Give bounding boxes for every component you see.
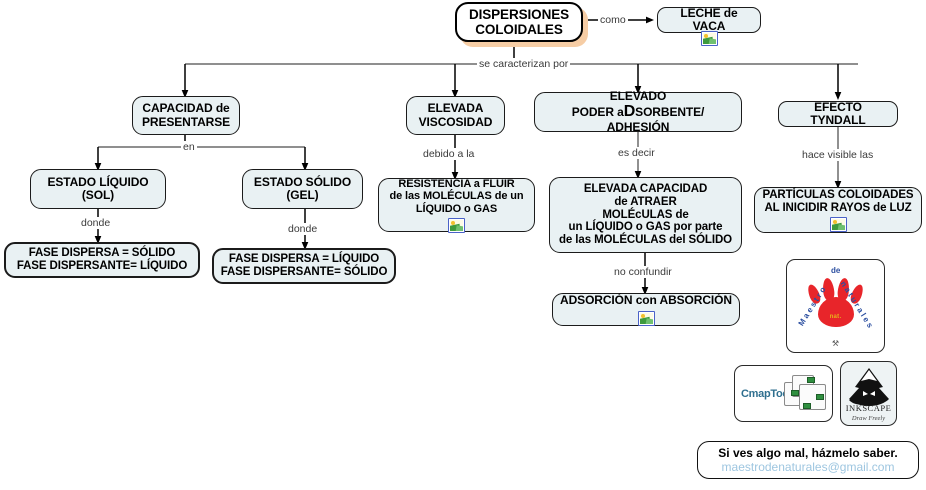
- node-label-line2-c: SORBENTE/ ADHESIÓN: [606, 105, 705, 134]
- node-leche-de-vaca[interactable]: LECHE de VACA: [657, 5, 761, 33]
- node-label-line1: ELEVADO: [609, 88, 667, 103]
- node-label: RESISTENCIA a FLUIR de las MOLÉCULAS de …: [389, 178, 524, 215]
- edge-label-donde-sol: donde: [79, 217, 113, 229]
- inkscape-mark-icon: [845, 367, 893, 407]
- picture-icon-inner: [831, 219, 845, 231]
- edge-label-es-decir: es decir: [616, 147, 657, 159]
- picture-icon-hill2: [836, 224, 845, 231]
- edge-label-se-caracterizan-por: se caracterizan por: [477, 58, 571, 70]
- cmap-node-4: [803, 403, 811, 409]
- node-dispersiones-coloidales[interactable]: DISPERSIONES COLOIDALES: [455, 2, 583, 42]
- picture-icon-sun: [451, 220, 455, 225]
- node-fase-dispersa-sol[interactable]: FASE DISPERSA = SÓLIDO FASE DISPERSANTE=…: [4, 242, 200, 278]
- picture-icon-hill2: [455, 225, 463, 231]
- node-elevada-viscosidad[interactable]: ELEVADA VISCOSIDAD: [406, 96, 505, 135]
- picture-icon-sun: [640, 313, 645, 318]
- node-label: EFECTO TYNDALL: [810, 99, 866, 127]
- picture-icon-resistencia[interactable]: [448, 217, 465, 233]
- node-label: ELEVADA CAPACIDAD de ATRAER MOLÉcULAS de…: [558, 182, 733, 247]
- picture-icon-sun: [703, 34, 708, 38]
- node-label: DISPERSIONES COLOIDALES: [468, 6, 570, 37]
- node-label-line2-a: PODER a: [571, 105, 624, 120]
- picture-icon-inner: [450, 219, 463, 231]
- paw-center-mark: nat.: [829, 314, 842, 321]
- node-label-line2-big-d: D: [623, 103, 636, 121]
- node-elevado-poder-adsorbente[interactable]: ELEVADO PODER aDSORBENTE/ ADHESIÓN: [534, 88, 742, 134]
- picture-icon[interactable]: [829, 217, 847, 233]
- cmap-node-2: [807, 377, 815, 383]
- node-adsorcion-con-absorcion[interactable]: ADSORCIÓN con ABSORCIÓN: [552, 293, 740, 326]
- picture-icon-particulas[interactable]: [829, 216, 847, 233]
- edge-label-donde-gel: donde: [286, 223, 320, 235]
- logo-cmaptools[interactable]: CmapTools: [734, 365, 833, 422]
- cmaptools-diagram-icon: [783, 372, 827, 412]
- feedback-message: Si ves algo mal, házmelo saber.: [718, 446, 898, 460]
- picture-icon[interactable]: [448, 217, 465, 233]
- node-label: ELEVADA VISCOSIDAD: [418, 101, 493, 129]
- picture-icon-sky: [639, 312, 653, 319]
- node-label: ESTADO SÓLIDO (GEL): [253, 174, 352, 202]
- picture-icon-sky: [831, 219, 845, 226]
- node-label-line2: PODER aDSORBENTE/ ADHESIÓN: [541, 103, 735, 134]
- picture-icon-sun: [832, 220, 837, 225]
- picture-icon-inner: [639, 312, 653, 324]
- cmap-node-3: [816, 394, 824, 400]
- feedback-email[interactable]: maestrodenaturales@gmail.com: [721, 460, 895, 474]
- picture-icon-sky: [702, 33, 716, 40]
- logo-maestro-de-naturales[interactable]: M a e s t r o de n a t u r a l e s nat. …: [786, 259, 885, 353]
- inkscape-tagline: Draw Freely: [851, 415, 886, 422]
- edge-label-debido-a-la: debido a la: [421, 148, 477, 160]
- picture-icon-leche[interactable]: [700, 30, 718, 46]
- node-resistencia-a-fluir[interactable]: RESISTENCIA a FLUIR de las MOLÉCULAS de …: [378, 178, 535, 233]
- node-label: LECHE de VACA: [680, 5, 738, 33]
- cmaptools-label: CmapTools: [741, 387, 798, 400]
- logo-inkscape[interactable]: INKSCAPE Draw Freely: [840, 361, 897, 426]
- edge-label-no-confundir: no confundir: [612, 266, 674, 278]
- inkscape-svg: [848, 368, 889, 406]
- picture-icon-adsorcion[interactable]: [637, 310, 655, 326]
- cmap-node-1: [791, 390, 799, 396]
- node-label: CAPACIDAD de PRESENTARSE: [141, 101, 231, 129]
- paw-print-icon: [787, 260, 884, 352]
- node-particulas-coloidades[interactable]: PARTÍCULAS COLOIDADES AL INICIDIR RAYOS …: [754, 187, 922, 233]
- node-capacidad-de-presentarse[interactable]: CAPACIDAD de PRESENTARSE: [132, 96, 240, 135]
- node-label: ESTADO LÍQUIDO (SOL): [47, 174, 149, 202]
- feedback-note[interactable]: Si ves algo mal, házmelo saber. maestrod…: [697, 441, 919, 479]
- paw-main-pad: [817, 297, 854, 327]
- node-label: FASE DISPERSA = LÍQUIDO FASE DISPERSANTE…: [220, 253, 388, 278]
- edge-label-hace-visible-las: hace visible las: [800, 149, 876, 161]
- paw-text-mid: de: [831, 266, 841, 275]
- picture-icon-inner: [702, 33, 716, 44]
- node-label: ADSORCIÓN con ABSORCIÓN: [560, 293, 732, 308]
- paw-bottom-mark: ⚒: [831, 339, 840, 348]
- node-label: FASE DISPERSA = SÓLIDO FASE DISPERSANTE=…: [16, 247, 188, 272]
- node-label: PARTÍCULAS COLOIDADES AL INICIDIR RAYOS …: [762, 188, 914, 214]
- node-fase-dispersa-gel[interactable]: FASE DISPERSA = LÍQUIDO FASE DISPERSANTE…: [212, 248, 396, 284]
- inkscape-label: INKSCAPE: [845, 403, 892, 413]
- node-estado-solido-gel[interactable]: ESTADO SÓLIDO (GEL): [242, 169, 363, 209]
- picture-icon-hill2: [644, 317, 653, 324]
- edge-label-como: como: [598, 14, 628, 26]
- picture-icon[interactable]: [637, 310, 655, 326]
- picture-icon-sky: [450, 219, 463, 227]
- node-estado-liquido-sol[interactable]: ESTADO LÍQUIDO (SOL): [30, 169, 166, 209]
- picture-icon[interactable]: [700, 31, 718, 46]
- node-efecto-tyndall[interactable]: EFECTO TYNDALL: [778, 99, 898, 127]
- picture-icon-hill2: [707, 38, 716, 44]
- edge-label-en: en: [181, 141, 197, 153]
- node-elevada-capacidad-de-atraer[interactable]: ELEVADA CAPACIDAD de ATRAER MOLÉcULAS de…: [549, 177, 742, 253]
